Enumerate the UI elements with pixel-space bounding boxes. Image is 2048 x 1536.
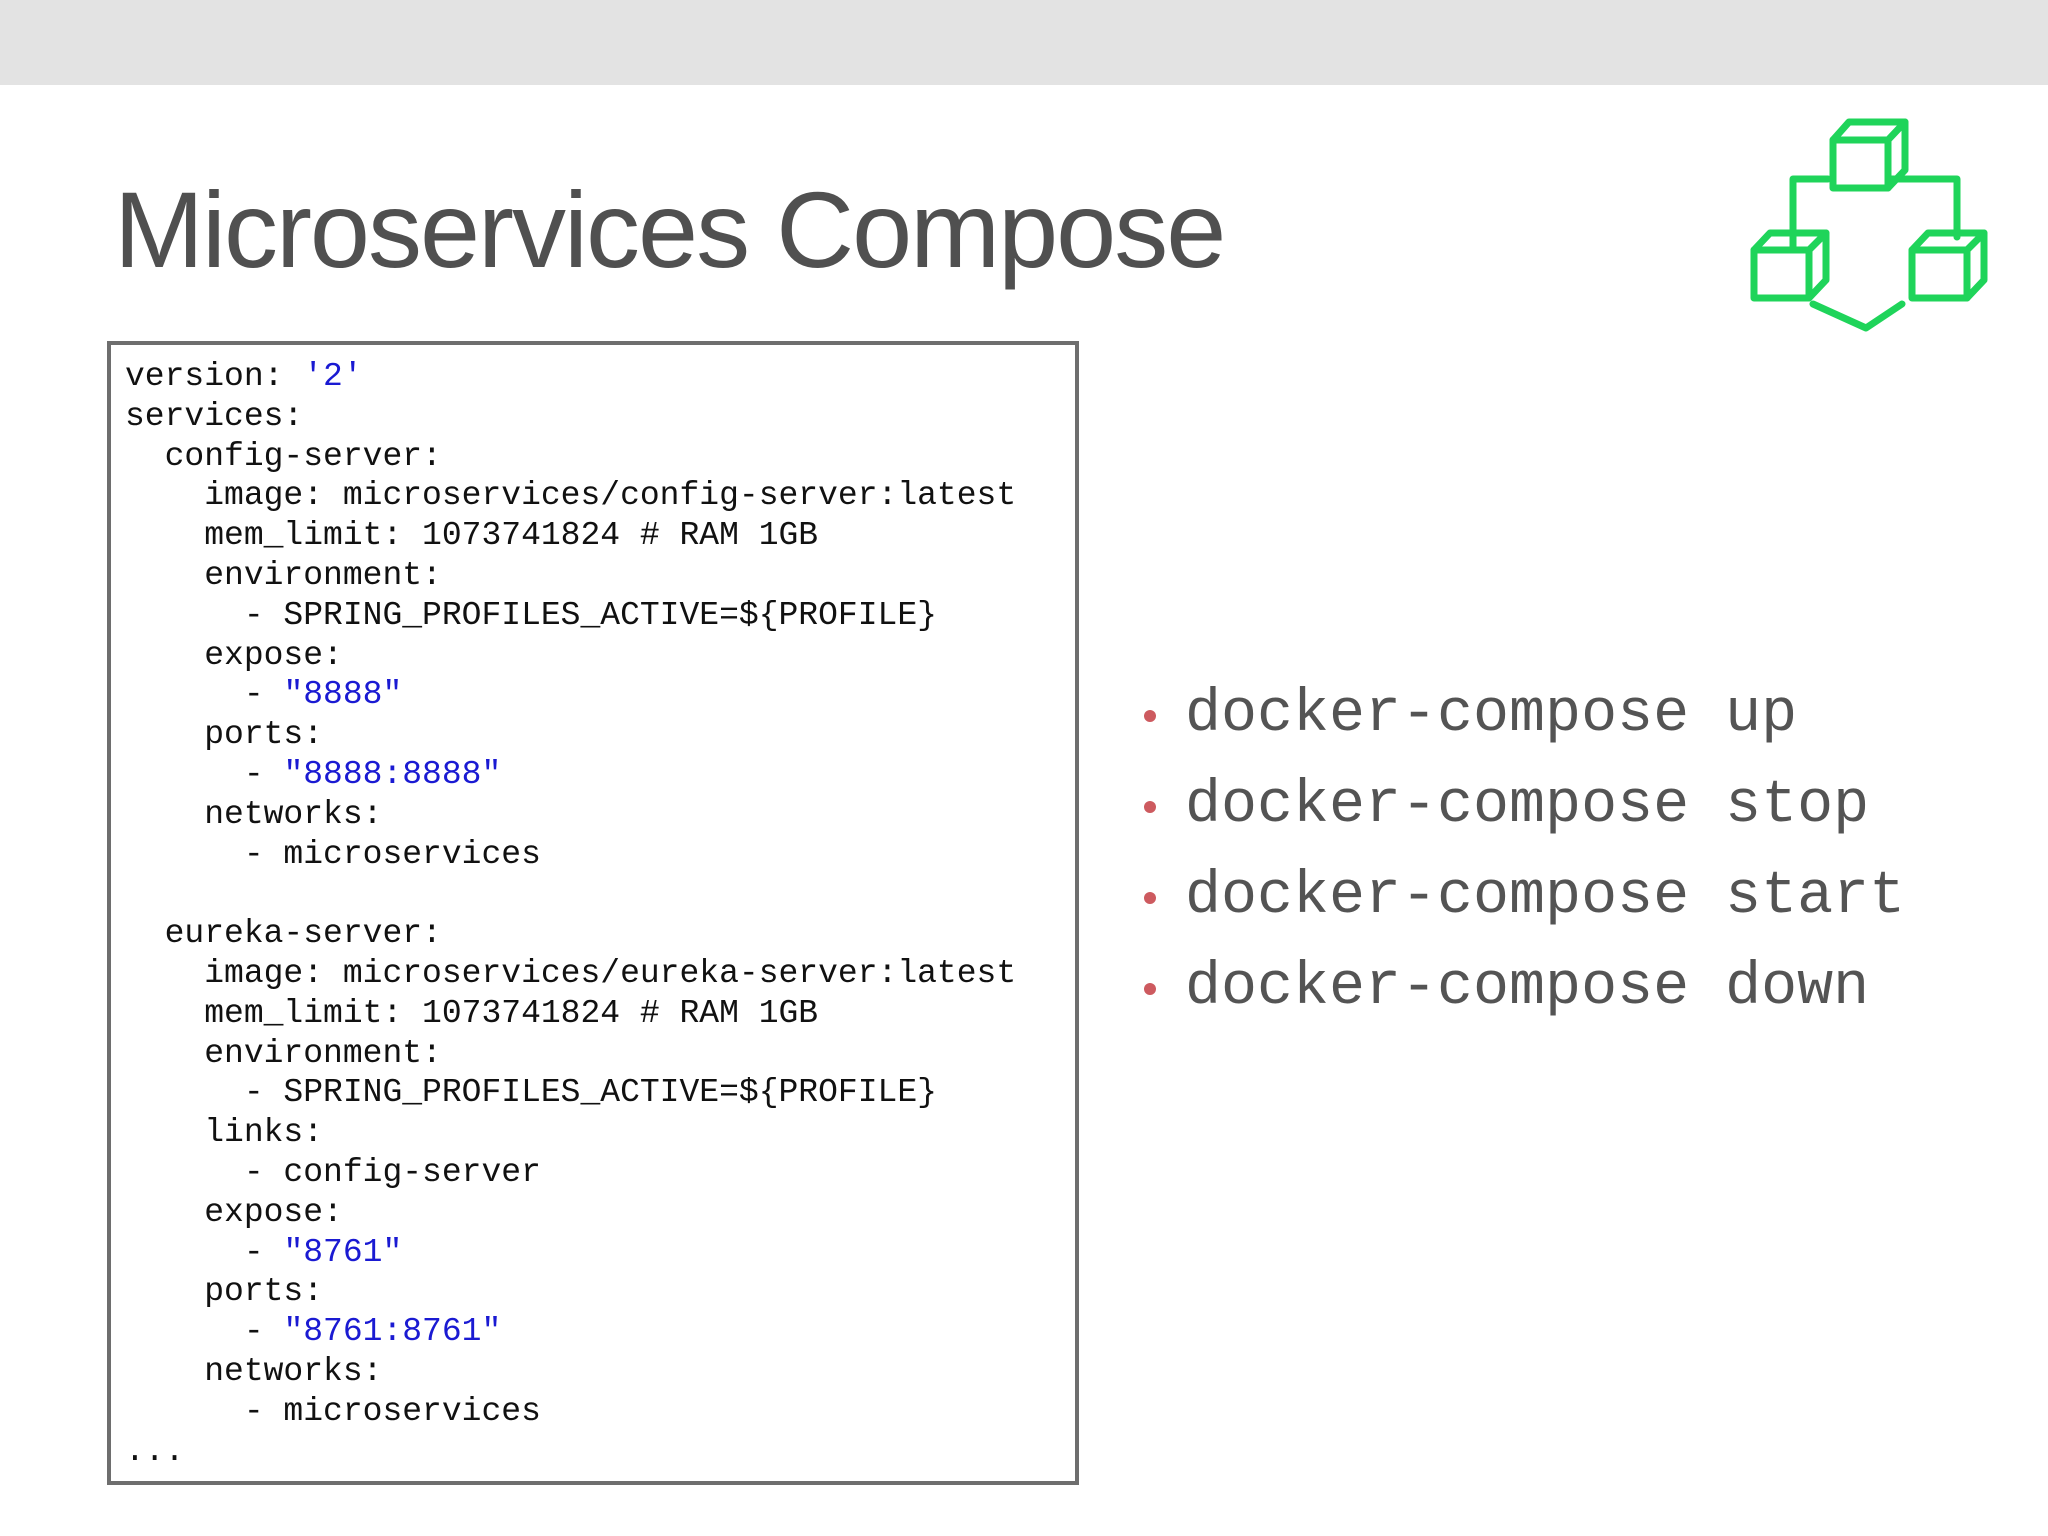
code-text: ... bbox=[125, 1432, 185, 1470]
code-text: - bbox=[125, 755, 284, 793]
code-line: - config-server bbox=[125, 1153, 1075, 1193]
command-text: docker-compose start bbox=[1185, 863, 1906, 931]
code-text: environment: bbox=[125, 556, 442, 594]
code-text: networks: bbox=[125, 795, 383, 833]
slide-title: Microservices Compose bbox=[114, 169, 1226, 290]
code-line: networks: bbox=[125, 795, 1075, 835]
code-line: - "8761:8761" bbox=[125, 1312, 1075, 1352]
compose-code-box: version: '2'services: config-server: ima… bbox=[107, 341, 1079, 1485]
command-list: docker-compose up docker-compose stop dock… bbox=[1135, 670, 1905, 1034]
code-text: mem_limit: 1073741824 # RAM 1GB bbox=[125, 994, 819, 1032]
code-text: networks: bbox=[125, 1352, 383, 1390]
command-text: docker-compose stop bbox=[1185, 772, 1870, 840]
code-text: ports: bbox=[125, 716, 324, 754]
code-text: - bbox=[125, 1313, 284, 1351]
command-item: docker-compose down bbox=[1135, 943, 1905, 1034]
code-text: - SPRING_PROFILES_ACTIVE=${PROFILE} bbox=[125, 1074, 937, 1112]
code-text: version: bbox=[125, 358, 304, 395]
code-line: expose: bbox=[125, 1193, 1075, 1233]
code-text: environment: bbox=[125, 1034, 442, 1072]
code-text: image: microservices/eureka-server:lates… bbox=[125, 954, 1017, 992]
docker-compose-cubes-icon bbox=[1750, 118, 1988, 332]
code-text: - microservices bbox=[125, 835, 541, 873]
code-line: links: bbox=[125, 1113, 1075, 1153]
code-line: - "8888" bbox=[125, 675, 1075, 715]
code-text: - microservices bbox=[125, 1392, 541, 1430]
code-line: networks: bbox=[125, 1352, 1075, 1392]
code-text: - bbox=[125, 1233, 284, 1271]
code-line bbox=[125, 874, 1075, 914]
code-value: "8761:8761" bbox=[283, 1313, 502, 1351]
code-line: environment: bbox=[125, 556, 1075, 596]
bullet-icon bbox=[1144, 801, 1156, 813]
code-text: - SPRING_PROFILES_ACTIVE=${PROFILE} bbox=[125, 596, 937, 634]
code-line: environment: bbox=[125, 1034, 1075, 1074]
code-text: services: bbox=[125, 397, 304, 435]
command-item: docker-compose up bbox=[1135, 670, 1905, 761]
code-text: - config-server bbox=[125, 1153, 541, 1191]
code-line: ports: bbox=[125, 1272, 1075, 1312]
command-text: docker-compose down bbox=[1185, 954, 1870, 1022]
code-line: - SPRING_PROFILES_ACTIVE=${PROFILE} bbox=[125, 596, 1075, 636]
code-value: "8888" bbox=[283, 676, 403, 714]
code-line: - microservices bbox=[125, 1392, 1075, 1432]
code-text: config-server: bbox=[125, 437, 442, 475]
command-item: docker-compose start bbox=[1135, 852, 1905, 943]
code-value: "8761" bbox=[283, 1233, 403, 1271]
code-text: - bbox=[125, 676, 284, 714]
bullet-icon bbox=[1144, 892, 1156, 904]
code-line: mem_limit: 1073741824 # RAM 1GB bbox=[125, 516, 1075, 556]
code-text: mem_limit: 1073741824 # RAM 1GB bbox=[125, 517, 819, 555]
command-item: docker-compose stop bbox=[1135, 761, 1905, 852]
bullet-icon bbox=[1144, 983, 1156, 995]
code-text: expose: bbox=[125, 636, 343, 674]
code-line: eureka-server: bbox=[125, 914, 1075, 954]
code-line: - "8761" bbox=[125, 1233, 1075, 1273]
code-line: image: microservices/config-server:lates… bbox=[125, 476, 1075, 516]
code-line: image: microservices/eureka-server:lates… bbox=[125, 954, 1075, 994]
code-line: - "8888:8888" bbox=[125, 755, 1075, 795]
code-line: mem_limit: 1073741824 # RAM 1GB bbox=[125, 994, 1075, 1034]
code-line: - microservices bbox=[125, 835, 1075, 875]
code-line: config-server: bbox=[125, 437, 1075, 477]
code-line: - SPRING_PROFILES_ACTIVE=${PROFILE} bbox=[125, 1073, 1075, 1113]
command-text: docker-compose up bbox=[1185, 681, 1798, 749]
code-line: expose: bbox=[125, 636, 1075, 676]
top-band bbox=[0, 0, 2048, 85]
code-line: services: bbox=[125, 397, 1075, 437]
code-value: "8888:8888" bbox=[283, 755, 502, 793]
code-text: links: bbox=[125, 1114, 324, 1152]
code-text: eureka-server: bbox=[125, 915, 442, 953]
compose-yaml-code: version: '2'services: config-server: ima… bbox=[111, 345, 1075, 1471]
bullet-icon bbox=[1144, 710, 1156, 722]
code-value: '2' bbox=[303, 358, 363, 395]
code-line: ... bbox=[125, 1432, 1075, 1472]
code-text: image: microservices/config-server:lates… bbox=[125, 477, 1017, 515]
code-text: expose: bbox=[125, 1193, 343, 1231]
code-line: ports: bbox=[125, 715, 1075, 755]
code-text: ports: bbox=[125, 1273, 324, 1311]
code-line: version: '2' bbox=[125, 357, 1075, 397]
